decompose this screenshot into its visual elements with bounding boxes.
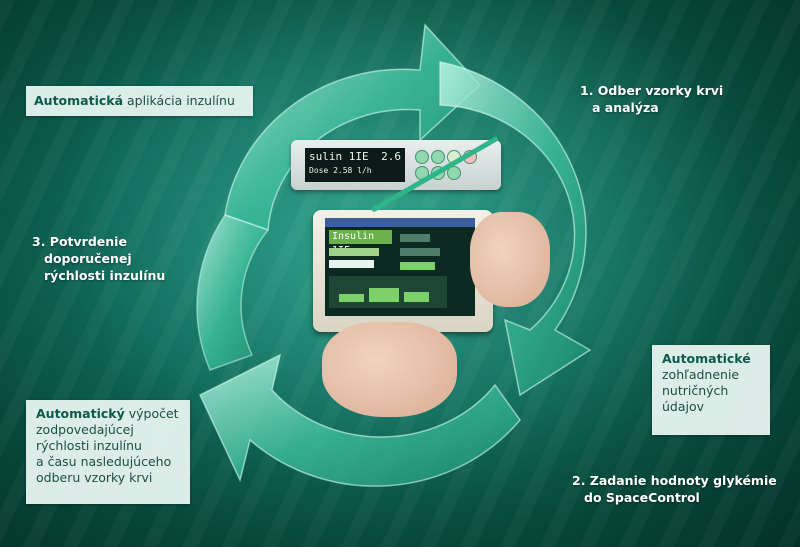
tablet-screen-title: Insulin 1IE (329, 230, 392, 256)
pump-key-icon (431, 150, 445, 164)
nutrition-line3: nutričných (662, 383, 729, 398)
nutrition-line2: zohľadnenie (662, 367, 740, 382)
calculation-line2: zodpovedajúcej (36, 422, 134, 437)
tablet-chart-bar (369, 288, 399, 302)
tablet-chart-bar (404, 292, 429, 302)
pump-display-value: 2.6 (381, 150, 401, 163)
tablet-chart (329, 276, 447, 308)
calculation-bold: Automatický (36, 406, 125, 421)
nutrition-line4: údajov (662, 399, 705, 414)
insulin-application-bold: Automatická (34, 93, 124, 108)
calculation-line5: odberu vzorky krvi (36, 470, 153, 485)
left-hand (322, 322, 457, 417)
tablet-field (400, 248, 440, 256)
tablet-screen: Insulin 1IE (325, 218, 475, 316)
calculation-line4: a času nasledujúceho (36, 454, 172, 469)
spacecontrol-device: sulin 1IE 2.6 Dose 2.58 l/h Insulin 1IE (283, 120, 523, 345)
pump-key-icon (447, 166, 461, 180)
step3-line3: rýchlosti inzulínu (44, 268, 166, 283)
pump-display-sub: Dose 2.58 l/h (309, 166, 372, 175)
tablet-field (400, 262, 435, 270)
tablet-field (329, 260, 374, 268)
step1-label: 1. Odber vzorky krvi a analýza (580, 82, 723, 116)
step3-label: 3. Potvrdenie doporučenej rýchlosti inzu… (32, 233, 165, 284)
insulin-application-text: aplikácia inzulínu (127, 93, 235, 108)
calculation-box: Automatický výpočet zodpovedajúcej rýchl… (26, 400, 190, 504)
nutrition-box: Automatické zohľadnenie nutričných údajo… (652, 345, 770, 435)
step2-label: 2. Zadanie hodnoty glykémie do SpaceCont… (572, 472, 777, 506)
step3-line2: doporučenej (44, 251, 132, 266)
pump-display-text: sulin 1IE (309, 150, 369, 163)
step1-line2: a analýza (592, 100, 659, 115)
tablet-chart-bar (339, 294, 364, 302)
tablet-status-bar (325, 218, 475, 227)
insulin-application-box: Automatická aplikácia inzulínu (26, 86, 253, 116)
arrow-bottom (199, 353, 521, 487)
step2-line1: 2. Zadanie hodnoty glykémie (572, 473, 777, 488)
tablet: Insulin 1IE (313, 210, 493, 332)
nutrition-bold: Automatické (662, 351, 751, 366)
tablet-field (329, 248, 379, 256)
step3-line1: 3. Potvrdenie (32, 234, 127, 249)
right-hand (470, 212, 550, 307)
arrow-left (196, 214, 270, 371)
pump-display: sulin 1IE 2.6 Dose 2.58 l/h (305, 148, 405, 182)
step2-line2: do SpaceControl (584, 490, 700, 505)
arrow-right (439, 61, 592, 397)
calculation-line3: rýchlosti inzulínu (36, 438, 142, 453)
pump-key-icon (415, 150, 429, 164)
step1-line1: 1. Odber vzorky krvi (580, 83, 724, 98)
tablet-field (400, 234, 430, 242)
calculation-text: výpočet (128, 406, 179, 421)
infusion-pump: sulin 1IE 2.6 Dose 2.58 l/h (291, 140, 501, 190)
